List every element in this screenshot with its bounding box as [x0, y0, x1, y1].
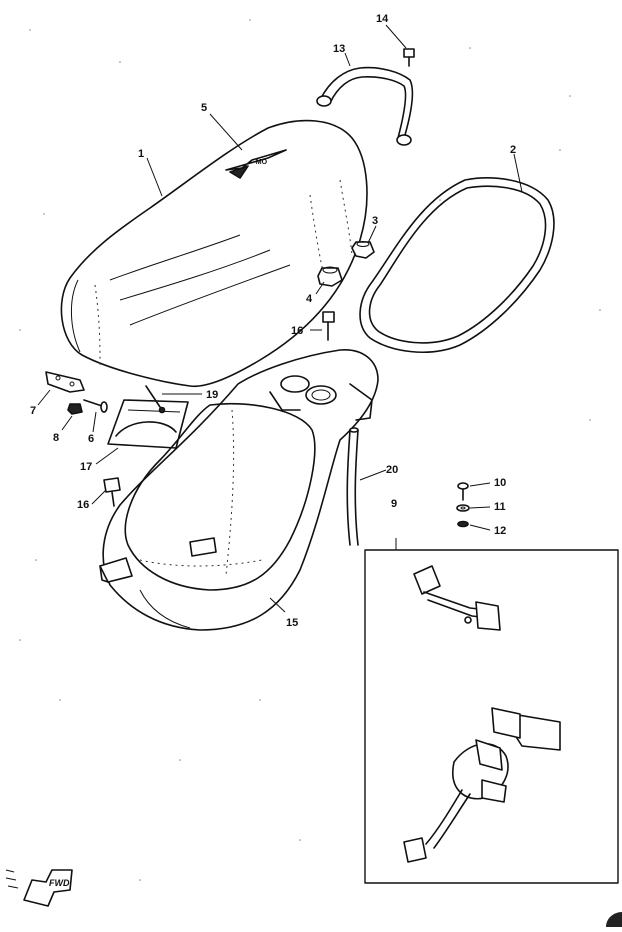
hose-part-20 [346, 427, 359, 546]
callout-3: 3 [372, 215, 378, 227]
leader-lines [37, 24, 523, 613]
damper-part-3 [351, 241, 375, 259]
callout-5: 5 [201, 102, 207, 114]
callout-19: 19 [206, 389, 218, 401]
hinge-part-7 [45, 371, 85, 393]
callout-7: 7 [30, 405, 36, 417]
bolt-part-16-lower [103, 477, 121, 507]
callout-labels: 1 2 3 4 5 6 7 8 9 10 11 12 13 14 15 16 1… [30, 13, 516, 629]
callout-8: 8 [53, 432, 59, 444]
seal-frame-part [359, 177, 555, 353]
callout-17: 17 [80, 461, 92, 473]
callout-15: 15 [286, 617, 298, 629]
washer-part-11 [456, 504, 470, 512]
callout-9: 9 [391, 498, 397, 510]
svg-text:✓ MO: ✓ MO [248, 159, 268, 166]
screw-part-19 [145, 385, 166, 414]
fwd-label: FWD [49, 878, 70, 888]
seat-part: ✓ MO [60, 119, 368, 388]
seat-emblem-part: ✓ MO [225, 149, 287, 179]
main-switch-assembly [403, 707, 561, 863]
storage-box-part [99, 349, 379, 631]
callout-13: 13 [333, 43, 345, 55]
callout-20: 20 [386, 464, 398, 476]
scan-specks [19, 19, 601, 881]
callout-10: 10 [494, 477, 506, 489]
grip-bracket-part [316, 48, 415, 146]
callout-16-lower: 16 [77, 499, 89, 511]
corner-mark [606, 912, 622, 927]
pin-part-6 [83, 399, 108, 413]
callout-14: 14 [376, 13, 389, 25]
damper-part-4 [317, 266, 343, 287]
callout-12: 12 [494, 525, 506, 537]
washer-part-12 [457, 520, 469, 528]
callout-6: 6 [88, 433, 94, 445]
lid-part-17 [107, 399, 189, 449]
callout-16-upper: 16 [291, 325, 303, 337]
screw-part-10 [457, 482, 469, 501]
callout-4: 4 [306, 293, 313, 305]
bolt-part-16-upper [322, 311, 335, 341]
nut-part-8 [67, 403, 83, 415]
callout-2: 2 [510, 144, 516, 156]
lock-set-part-9 [364, 538, 619, 884]
seat-lock-latch [413, 565, 501, 631]
callout-1: 1 [138, 148, 144, 160]
fwd-arrow-icon: FWD [5, 869, 73, 907]
bolt-part-14 [403, 48, 415, 67]
callout-11: 11 [494, 501, 506, 513]
